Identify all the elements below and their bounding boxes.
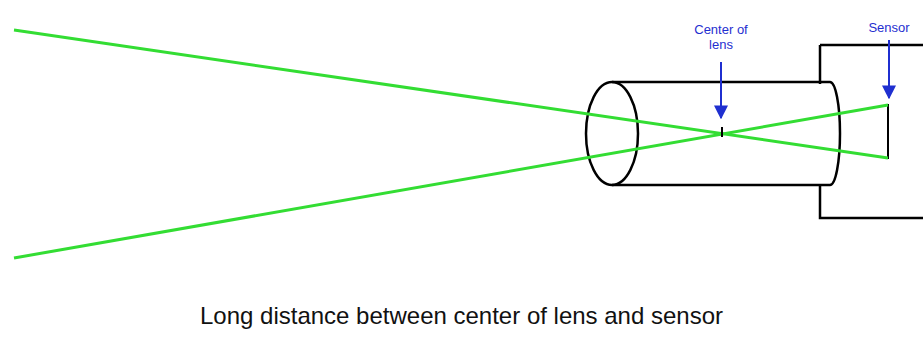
pointer-arrow: [720, 62, 722, 118]
camera-body: [820, 45, 923, 218]
barrel-front: [586, 82, 638, 185]
caption: Long distance between center of lens and…: [0, 302, 923, 330]
part-label: Sensor: [861, 20, 917, 35]
barrel-bottom: [612, 184, 830, 187]
lens-center-mark: [721, 127, 723, 137]
part-label: Center of lens: [684, 22, 758, 52]
light-ray: [14, 30, 888, 158]
pointer-arrow: [888, 40, 890, 98]
barrel-back: [830, 82, 840, 185]
light-ray: [14, 105, 888, 258]
sensor-plane: [887, 104, 889, 159]
